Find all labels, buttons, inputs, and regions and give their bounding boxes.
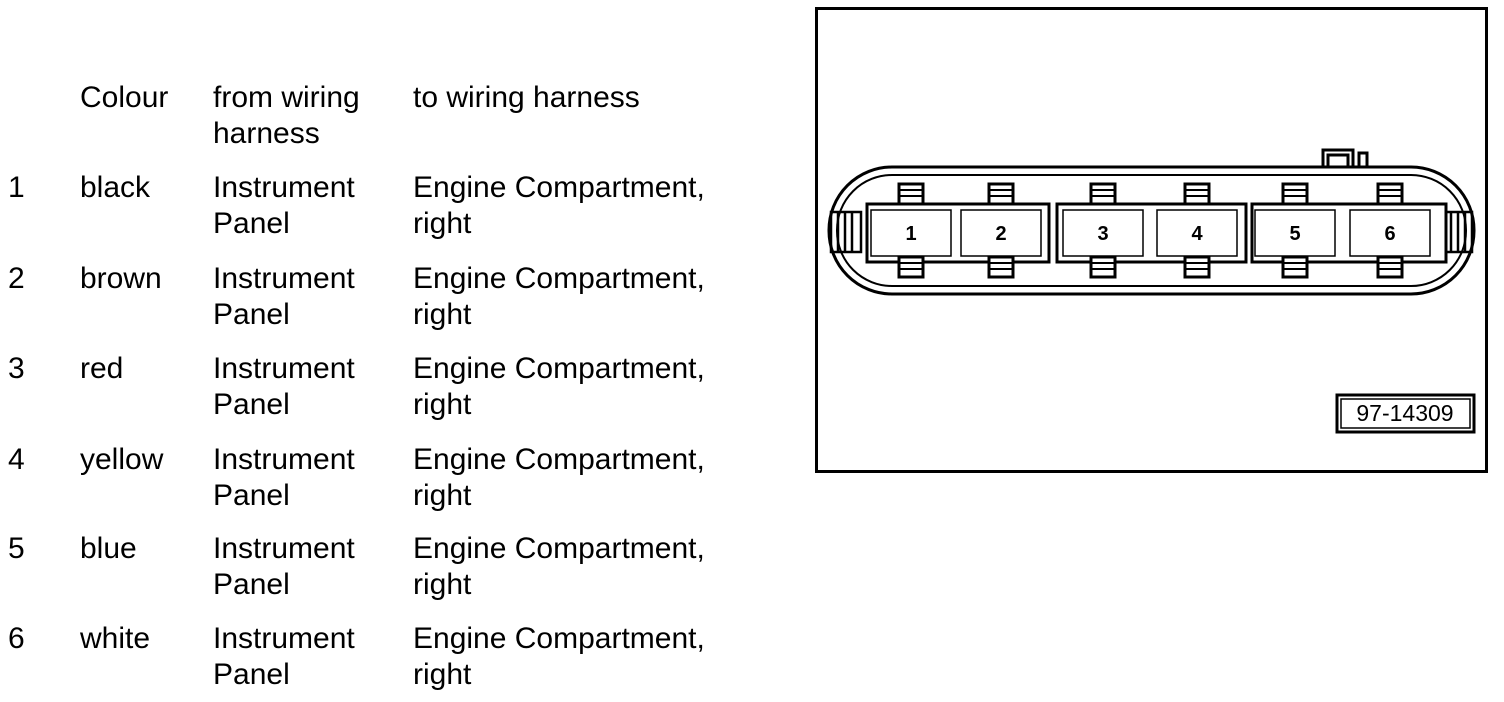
connector-pin-1: 1 <box>870 182 952 279</box>
header-colour: Colour <box>80 81 169 114</box>
connector-pin-6: 6 <box>1349 182 1431 279</box>
connector-diagram: 1 2 3 4 5 6 97-14309 <box>815 7 1488 473</box>
pin-label: 4 <box>1191 223 1203 245</box>
to-harness-line1: Engine Compartment, <box>413 171 705 204</box>
from-harness-line2: Panel <box>213 568 290 601</box>
to-harness-line1: Engine Compartment, <box>413 622 705 655</box>
connector-pin-5: 5 <box>1254 182 1336 279</box>
pin-number: 6 <box>8 622 25 655</box>
pin-number: 2 <box>8 262 25 295</box>
left-latch <box>829 210 863 254</box>
pin-label: 3 <box>1097 223 1108 245</box>
pin-label: 1 <box>905 223 916 245</box>
to-harness-line1: Engine Compartment, <box>413 532 705 565</box>
pin-group-3-4 <box>1055 202 1248 264</box>
from-harness-line2: Panel <box>213 388 290 421</box>
pin-label: 2 <box>995 223 1006 245</box>
contact-clip-top <box>1089 182 1117 206</box>
to-harness-line2: right <box>413 388 472 421</box>
wire-colour: red <box>80 352 124 385</box>
connector-pin-4: 4 <box>1156 182 1238 279</box>
pin-label: 6 <box>1384 223 1395 245</box>
from-harness-line2: Panel <box>213 479 290 512</box>
contact-clip-top <box>1281 182 1309 206</box>
from-harness-line1: Instrument <box>213 352 355 385</box>
to-harness-line2: right <box>413 207 472 240</box>
contact-clip-bottom <box>1089 255 1117 279</box>
contact-clip-bottom <box>1281 255 1309 279</box>
contact-clip-bottom <box>1376 255 1404 279</box>
figure-id-box <box>1335 393 1476 434</box>
contact-clip-top <box>1183 182 1211 206</box>
header-from-line1: from wiring <box>213 81 360 114</box>
wire-colour: black <box>80 171 151 204</box>
contact-clip-bottom <box>987 255 1015 279</box>
contact-clip-top <box>987 182 1015 206</box>
to-harness-line2: right <box>413 568 472 601</box>
connector-pin-2: 2 <box>960 182 1042 279</box>
from-harness-line2: Panel <box>213 207 290 240</box>
from-harness-line1: Instrument <box>213 622 355 655</box>
figure-id: 97-14309 <box>1356 400 1453 426</box>
contact-clip-top <box>897 182 925 206</box>
to-harness-line1: Engine Compartment, <box>413 262 705 295</box>
from-harness-line1: Instrument <box>213 171 355 204</box>
pin-number: 1 <box>8 171 25 204</box>
connector-pin-3: 3 <box>1062 182 1144 279</box>
locking-tab <box>1321 148 1369 169</box>
header-to: to wiring harness <box>413 81 640 114</box>
from-harness-line1: Instrument <box>213 443 355 476</box>
from-harness-line1: Instrument <box>213 532 355 565</box>
pin-number: 5 <box>8 532 25 565</box>
wire-colour: yellow <box>80 443 164 476</box>
to-harness-line2: right <box>413 479 472 512</box>
pin-number: 3 <box>8 352 25 385</box>
contact-clip-bottom <box>1183 255 1211 279</box>
wire-colour: brown <box>80 262 162 295</box>
contact-clip-bottom <box>897 255 925 279</box>
wire-colour: white <box>80 622 151 655</box>
pin-group-1-2 <box>865 202 1051 264</box>
pin-label: 5 <box>1289 223 1300 245</box>
from-harness-line2: Panel <box>213 298 290 331</box>
to-harness-line2: right <box>413 298 472 331</box>
pin-group-5-6 <box>1250 202 1448 264</box>
header-from-line2: harness <box>213 117 320 150</box>
to-harness-line2: right <box>413 658 472 691</box>
from-harness-line2: Panel <box>213 658 290 691</box>
wire-colour: blue <box>80 532 137 565</box>
pin-number: 4 <box>8 443 25 476</box>
to-harness-line1: Engine Compartment, <box>413 443 705 476</box>
to-harness-line1: Engine Compartment, <box>413 352 705 385</box>
contact-clip-top <box>1376 182 1404 206</box>
from-harness-line1: Instrument <box>213 262 355 295</box>
